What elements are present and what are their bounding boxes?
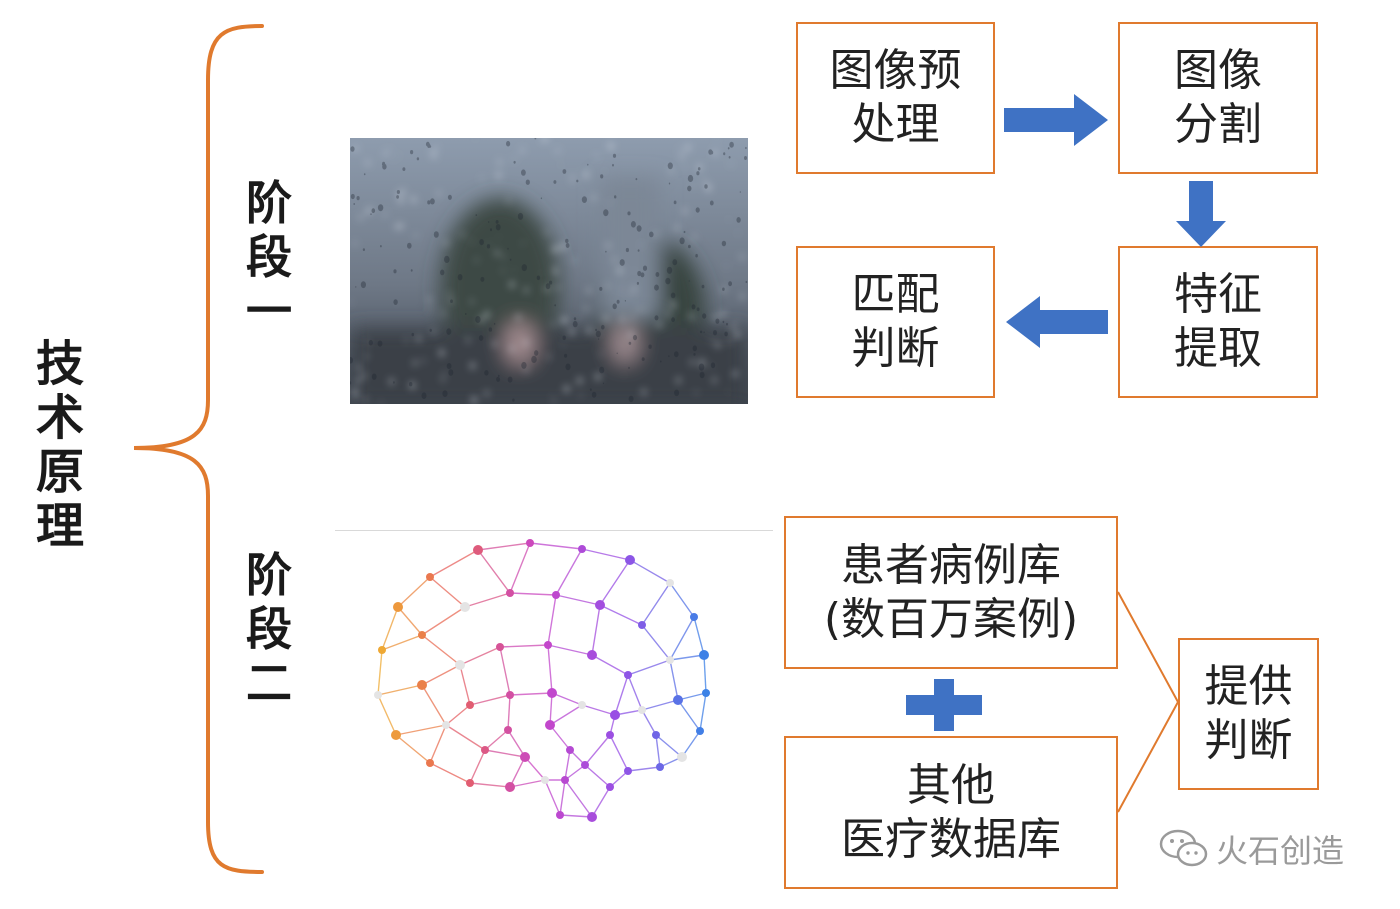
- watermark-text: 火石创造: [1216, 832, 1345, 870]
- wechat-icon: [1159, 829, 1208, 867]
- brain-network-illustration: [374, 539, 710, 822]
- stage1-label-char: 段: [246, 230, 292, 284]
- main-title-char: 理: [36, 498, 85, 554]
- plus-icon: [906, 679, 982, 731]
- stage2-label-char: 段: [246, 602, 292, 656]
- stage2-label-char: 二: [246, 656, 292, 710]
- arrow-right-icon: [1004, 94, 1108, 146]
- medical-database-box: 其他 医疗数据库: [784, 736, 1118, 889]
- main-title: 技术原理: [36, 340, 84, 550]
- main-title-char: 原: [36, 444, 85, 500]
- stage2-label: 阶段二: [246, 552, 292, 706]
- patient-database-box: 患者病例库 (数百万案例): [784, 516, 1118, 669]
- stage1-label-char: 阶: [246, 176, 292, 230]
- brace: [133, 24, 264, 874]
- rain-window-photo: [350, 138, 748, 404]
- stage1-label-char: 一: [246, 284, 292, 338]
- section-divider: [335, 530, 773, 531]
- stage1-label: 阶段一: [246, 180, 292, 334]
- provide-judgment-box: 提供 判断: [1178, 638, 1319, 790]
- arrow-down-icon: [1176, 181, 1226, 247]
- stage2-label-char: 阶: [246, 548, 292, 602]
- main-title-char: 术: [36, 390, 85, 446]
- feature-box: 特征 提取: [1118, 246, 1318, 398]
- preprocess-box: 图像预 处理: [796, 22, 995, 174]
- connector-lines: [1117, 591, 1180, 813]
- watermark: 火石创造: [1158, 826, 1344, 872]
- main-title-char: 技: [36, 336, 85, 392]
- match-box: 匹配 判断: [796, 246, 995, 398]
- segment-box: 图像 分割: [1118, 22, 1318, 174]
- arrow-left-icon: [1006, 296, 1108, 348]
